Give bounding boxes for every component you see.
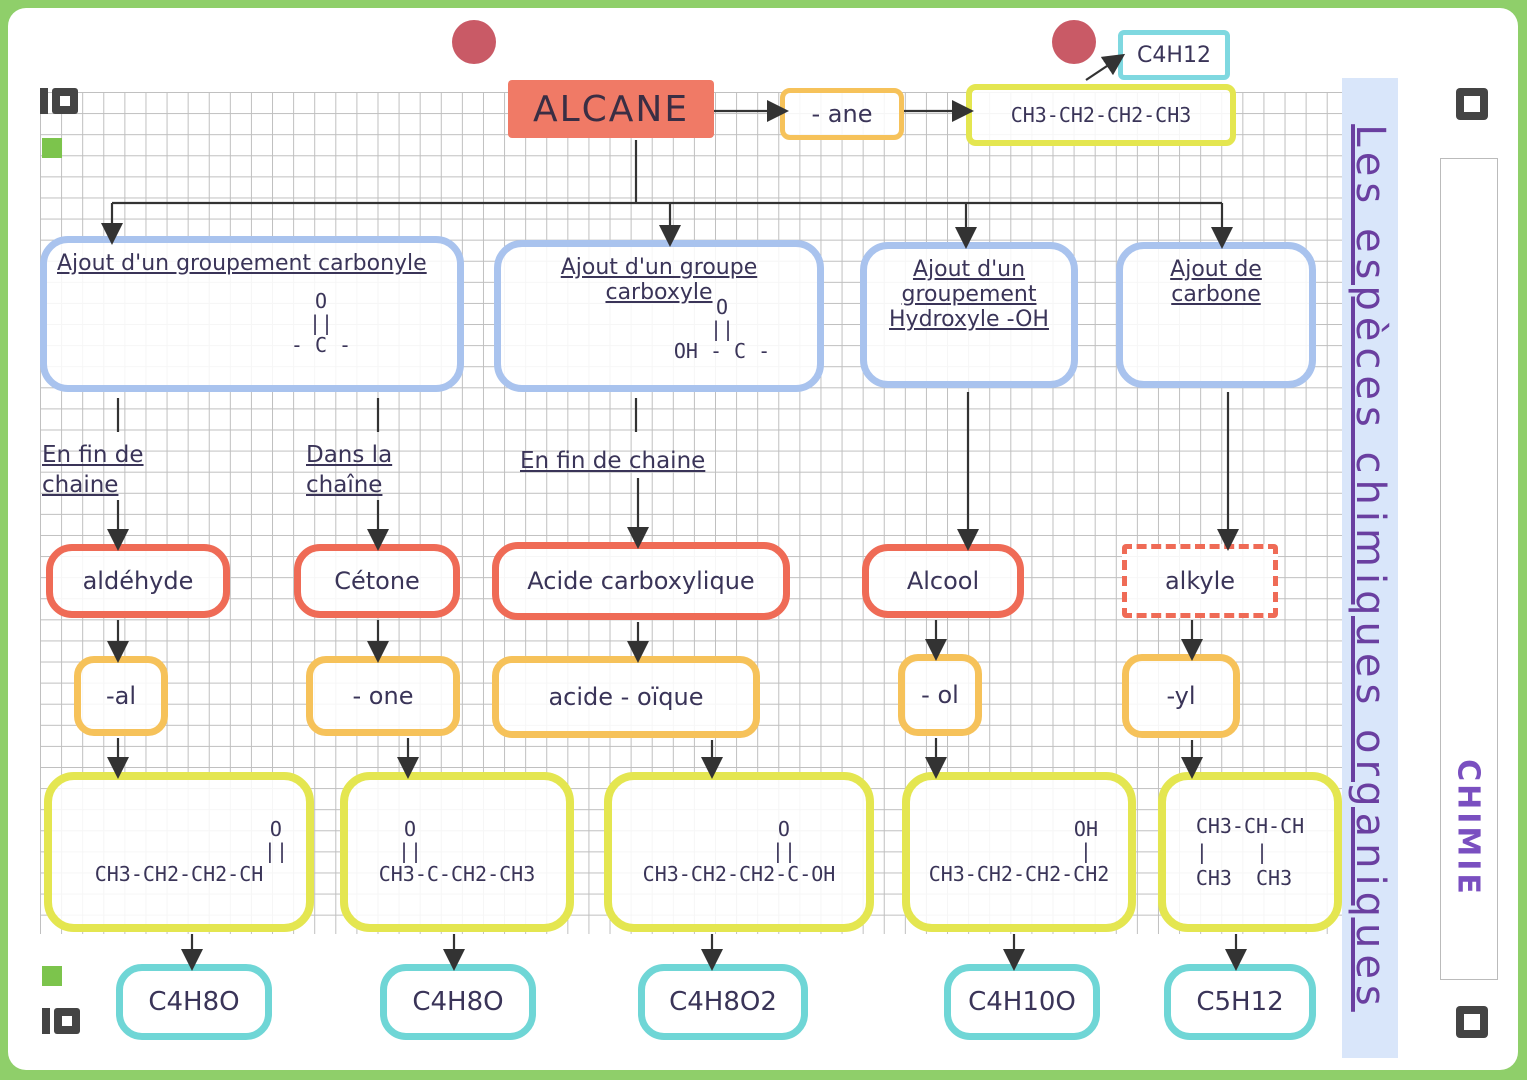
group-carboxyle: Ajout d'un groupe carboxyle	[494, 240, 824, 392]
structure-alkyle: CH3-CH-CH | | CH3 CH3	[1158, 772, 1342, 932]
structure-aldehyde: O || CH3-CH2-CH2-CH	[44, 772, 314, 932]
formula-aldehyde: C4H8O	[116, 964, 272, 1040]
family-aldehyde: aldéhyde	[46, 544, 230, 618]
suffix-al: -al	[74, 656, 168, 736]
position-label: Dans la chaîne	[306, 442, 393, 498]
family-alkyle: alkyle	[1122, 544, 1278, 618]
carbonyle-formula: O || - C -	[290, 289, 352, 357]
pin-icon	[452, 20, 496, 64]
binder-ring-icon	[42, 1008, 86, 1038]
binder-ring-icon	[1456, 88, 1488, 120]
alcane-formula: C4H12	[1118, 30, 1230, 80]
green-marker-icon	[42, 966, 62, 986]
notebook-page: Les espèces chimiques organiques CHIMIE …	[8, 8, 1518, 1070]
pin-icon	[1052, 20, 1096, 64]
side-title-strip	[1342, 78, 1398, 1058]
suffix-ol: - ol	[898, 654, 982, 736]
binder-ring-icon	[40, 88, 84, 118]
family-cetone: Cétone	[294, 544, 460, 618]
structure-acide: O || CH3-CH2-CH2-C-OH	[604, 772, 874, 932]
formula-acide: C4H8O2	[638, 964, 808, 1040]
alcane-suffix: - ane	[780, 88, 904, 140]
alcane-title: ALCANE	[508, 80, 714, 138]
green-marker-icon	[42, 138, 62, 158]
label-box	[1440, 158, 1498, 980]
binder-ring-icon	[1456, 1006, 1488, 1038]
group-carbone: Ajout de carbone	[1116, 242, 1316, 388]
position-label: En fin de chaine	[520, 448, 706, 474]
formula-cetone: C4H8O	[380, 964, 536, 1040]
structure-alcool: OH | CH3-CH2-CH2-CH2	[902, 772, 1136, 932]
family-alcool: Alcool	[862, 544, 1024, 618]
carboxyle-formula: O || OH - C -	[673, 295, 771, 363]
group-carbonyle: Ajout d'un groupement carbonyle	[40, 236, 464, 392]
position-label: En fin de chaine	[42, 442, 144, 498]
connector-lines	[101, 53, 1247, 971]
structure-cetone: O || CH3-C-CH2-CH3	[340, 772, 574, 932]
formula-alcool: C4H10O	[944, 964, 1100, 1040]
alcane-example: CH3-CH2-CH2-CH3	[966, 84, 1236, 146]
suffix-oique: acide - oïque	[492, 656, 760, 738]
